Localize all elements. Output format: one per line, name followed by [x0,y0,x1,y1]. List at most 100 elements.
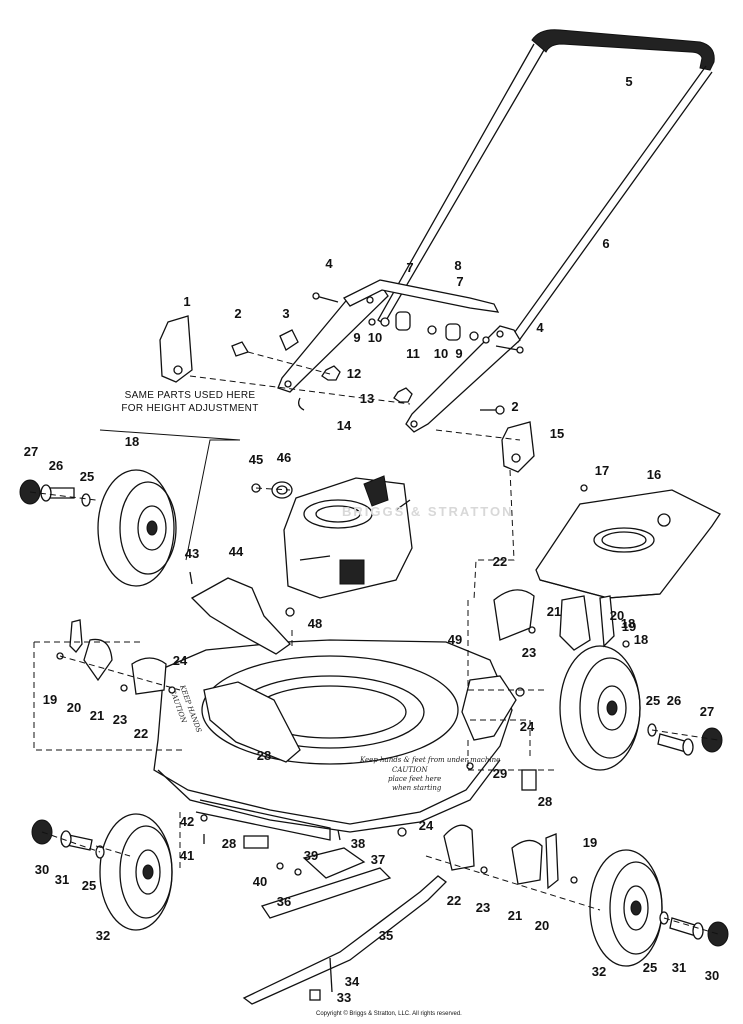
callout-42: 42 [180,814,194,829]
callout-7a: 7 [406,260,413,275]
bracket-28-left [243,835,269,849]
callout-39: 39 [304,848,318,863]
callout-9b: 9 [455,346,462,361]
callout-24c: 24 [419,818,434,833]
callout-27a: 27 [24,444,38,459]
callout-5: 5 [625,74,632,89]
note-line-2: FOR HEIGHT ADJUSTMENT [121,403,259,414]
callout-21c: 21 [508,908,522,923]
wheel-rear-left [97,469,177,587]
callout-4b: 4 [536,320,544,335]
callout-27b: 27 [700,704,714,719]
callout-20a: 20 [67,700,81,715]
callout-25b: 25 [646,693,660,708]
callout-9a: 9 [353,330,360,345]
deck-warning-line1: Keep hands & feet from under machine [359,756,500,764]
bracket-right [501,421,535,473]
deck-warning-line2: CAUTION [392,766,428,774]
deck-warning-line4: when starting [392,784,442,792]
callout-22b: 22 [493,554,507,569]
callout-4a: 4 [325,256,333,271]
callout-31b: 31 [672,960,686,975]
callout-7b: 7 [456,274,463,289]
callout-2a: 2 [234,306,241,321]
callout-19a: 19 [43,692,57,707]
callout-48: 48 [308,616,322,631]
callout-15: 15 [550,426,564,441]
callout-29: 29 [493,766,507,781]
mower-deck [153,577,517,841]
wheel-rear-right [559,645,641,771]
callout-34: 34 [345,974,360,989]
callout-38: 38 [351,836,365,851]
blade-assembly [242,829,447,1005]
callout-37: 37 [371,852,385,867]
callout-20c: 20 [535,918,549,933]
callout-45: 45 [249,452,263,467]
watermark: BRIGGS & STRATTON [342,504,513,519]
callout-30a: 30 [35,862,49,877]
callout-2b: 2 [511,399,518,414]
rear-cover [535,489,721,599]
callout-18c: 18 [621,616,635,631]
callout-14: 14 [337,418,352,433]
callout-11: 11 [406,346,420,361]
callout-8: 8 [454,258,461,273]
callout-22c: 22 [447,893,461,908]
callout-13: 13 [360,391,374,406]
note-line-1: SAME PARTS USED HERE [124,390,256,401]
callout-3: 3 [282,306,289,321]
callout-35: 35 [379,928,393,943]
callout-40: 40 [253,874,267,889]
callout-23c: 23 [476,900,490,915]
callout-23a: 23 [113,712,127,727]
callout-1: 1 [183,294,190,309]
callout-23b: 23 [522,645,536,660]
callout-44: 44 [229,544,244,559]
wheel-front-right [589,849,663,967]
bracket-28-right [521,769,537,791]
callout-46: 46 [277,450,291,465]
callout-36: 36 [277,894,291,909]
callout-21b: 21 [547,604,561,619]
callout-21a: 21 [90,708,104,723]
callout-32b: 32 [592,964,606,979]
callout-43: 43 [185,546,199,561]
callout-18a: 18 [125,434,139,449]
handle-hardware [231,292,524,415]
callout-16: 16 [647,467,661,482]
callout-26b: 26 [667,693,681,708]
callout-10a: 10 [368,330,382,345]
copyright-notice: Copyright © Briggs & Stratton, LLC. All … [316,1011,462,1017]
callout-numbers: 1 2 2 3 4 4 5 6 7 7 8 9 9 10 10 11 12 13… [24,74,719,1005]
callout-28c: 28 [538,794,552,809]
engine [283,475,413,599]
callout-26a: 26 [49,458,63,473]
callout-18b: 18 [634,632,648,647]
height-adjusters [56,589,630,890]
callout-25d: 25 [643,960,657,975]
callout-30b: 30 [705,968,719,983]
callout-49: 49 [448,632,462,647]
callout-19b: 19 [622,619,636,634]
callout-20b: 20 [610,608,624,623]
callout-33: 33 [337,990,351,1005]
callout-12: 12 [347,366,361,381]
callout-25c: 25 [82,878,96,893]
bracket-left [159,315,193,383]
callout-41: 41 [180,848,194,863]
deck-warning-line3: place feet here [388,775,441,783]
callout-25a: 25 [80,469,94,484]
callout-22a: 22 [134,726,148,741]
callout-24b: 24 [520,719,535,734]
callout-32a: 32 [96,928,110,943]
callout-17: 17 [595,463,609,478]
callout-10b: 10 [434,346,448,361]
callout-28b: 28 [222,836,236,851]
callout-6: 6 [602,236,609,251]
callout-24a: 24 [173,653,188,668]
height-adjustment-note: SAME PARTS USED HERE FOR HEIGHT ADJUSTME… [100,389,280,415]
callout-31a: 31 [55,872,69,887]
callout-19c: 19 [583,835,597,850]
